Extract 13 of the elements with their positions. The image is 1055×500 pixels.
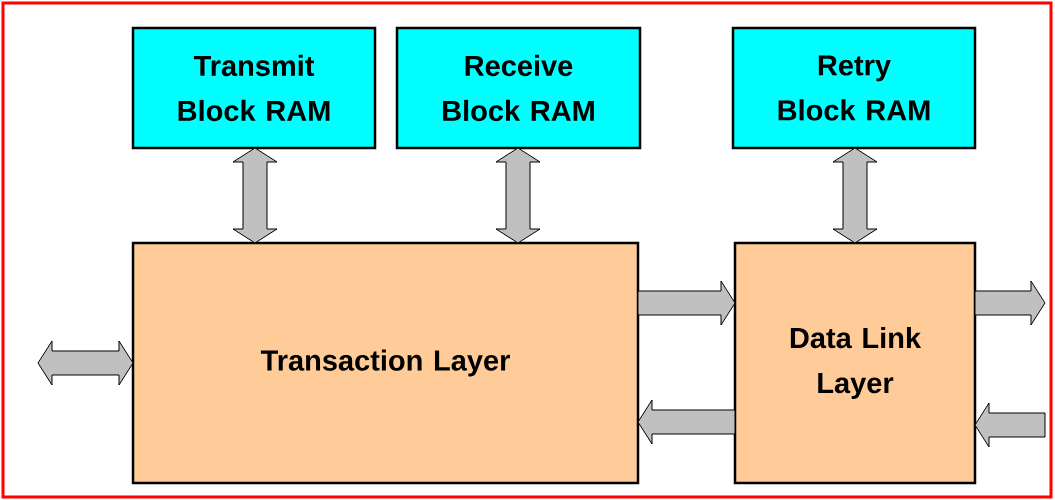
layer-block: Data Link Layer bbox=[733, 241, 977, 485]
block-arrow bbox=[495, 147, 541, 244]
block-arrow bbox=[974, 402, 1046, 448]
memory-block: Transmit Block RAM bbox=[131, 26, 377, 150]
block-arrow bbox=[37, 340, 134, 386]
block-arrow bbox=[974, 280, 1046, 326]
block-arrow bbox=[232, 147, 278, 244]
memory-block: Receive Block RAM bbox=[395, 26, 642, 150]
block-arrow bbox=[832, 147, 878, 244]
layer-block: Transaction Layer bbox=[131, 241, 640, 485]
memory-block: Retry Block RAM bbox=[731, 26, 977, 150]
block-arrow bbox=[637, 280, 736, 326]
block-arrow bbox=[637, 399, 736, 445]
